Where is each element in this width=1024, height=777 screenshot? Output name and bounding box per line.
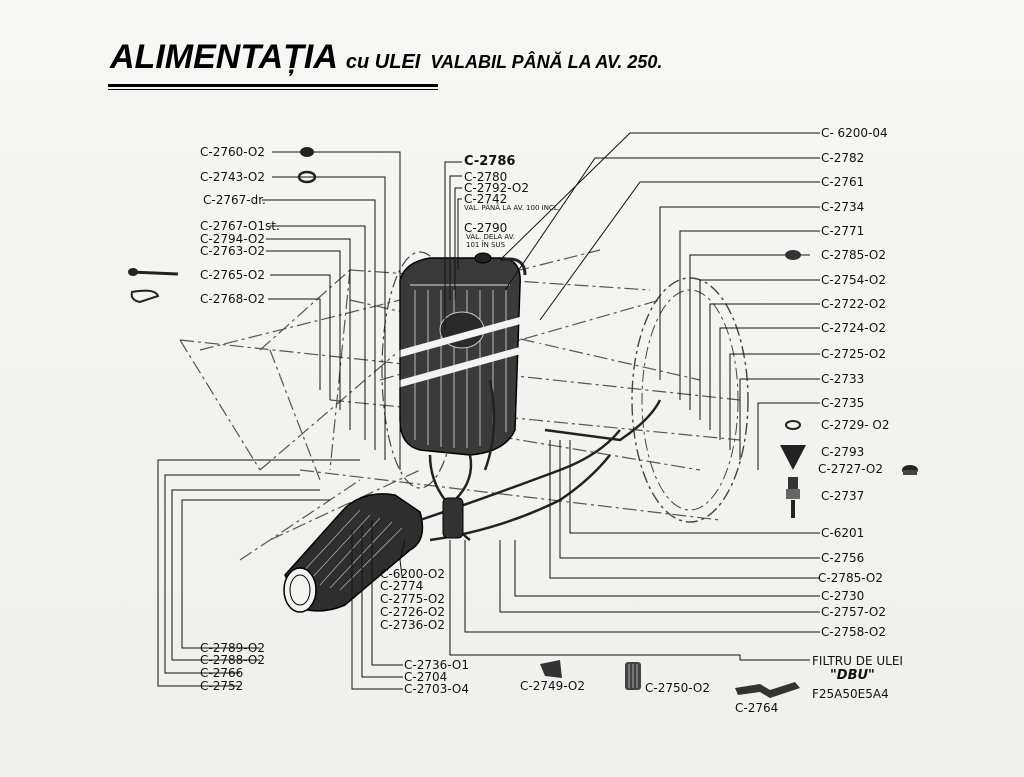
filter-title: FILTRU DE ULEI xyxy=(812,654,903,668)
label-c2743: C-2743-O2 xyxy=(200,170,265,184)
filter-brand: "DBU" xyxy=(830,668,875,683)
cap-icon xyxy=(902,465,918,475)
part-icons xyxy=(128,147,918,698)
title-validity: VALABIL PÂNĂ LA AV. 250. xyxy=(430,52,663,72)
title-main: ALIMENTAȚIA xyxy=(110,38,338,76)
label-c2763: C-2763-O2 xyxy=(200,244,265,258)
label-c2754: C-2754-O2 xyxy=(821,273,886,287)
label-c2793: C-2793 xyxy=(821,445,865,459)
label-c2736-01: C-2736-O1 xyxy=(404,658,469,672)
label-c6200-02: C-6200-O2 xyxy=(380,567,445,581)
label-c2750: C-2750-O2 xyxy=(645,681,710,695)
label-c2788: C-2788-O2 xyxy=(200,653,265,667)
label-c2749: C-2749-O2 xyxy=(520,679,585,693)
label-c2789: C-2789-O2 xyxy=(200,641,265,655)
label-c2724: C-2724-O2 xyxy=(821,321,886,335)
label-c2774: C-2774 xyxy=(380,579,424,593)
oil-cooler xyxy=(283,493,424,613)
diagram-title: ALIMENTAȚIA cu ULEI VALABIL PÂNĂ LA AV. 25… xyxy=(110,38,662,77)
label-c2790: C-2790 xyxy=(464,221,508,235)
label-c2734: C-2734 xyxy=(821,200,865,214)
label-c2792: C-2792-O2 xyxy=(464,181,529,195)
leader-lines xyxy=(157,132,820,690)
filter-code: F25A50E5A4 xyxy=(812,687,889,701)
label-c2722: C-2722-O2 xyxy=(821,297,886,311)
tank-straps xyxy=(394,311,541,389)
clip-icon xyxy=(130,289,160,304)
funnel-icon xyxy=(780,445,806,470)
label-c2735: C-2735 xyxy=(821,396,865,410)
label-c2736-02: C-2736-O2 xyxy=(380,618,445,632)
label-c2780: C-2780 xyxy=(464,170,508,184)
title-oil: cu ULEI xyxy=(345,51,421,73)
label-c2775: C-2775-O2 xyxy=(380,592,445,606)
label-c2704: C-2704 xyxy=(404,670,448,684)
label-c2760: C-2760-O2 xyxy=(200,145,265,159)
label-c2758: C-2758-O2 xyxy=(821,625,886,639)
nut-icon xyxy=(785,250,801,260)
label-c2766: C-2766 xyxy=(200,666,244,680)
label-c2742: C-2742 xyxy=(464,192,508,206)
label-c2790-note1: VAL. DELA AV. xyxy=(466,233,515,241)
label-c2752: C-2752 xyxy=(200,679,244,693)
label-c2729: C-2729- O2 xyxy=(821,418,890,432)
title-underline-thin xyxy=(108,89,438,90)
label-c2725: C-2725-O2 xyxy=(821,347,886,361)
label-c2730: C-2730 xyxy=(821,589,865,603)
filter-body xyxy=(442,497,464,539)
label-c2794: C-2794-O2 xyxy=(200,232,265,246)
oil-tank xyxy=(399,252,527,456)
label-c2733: C-2733 xyxy=(821,372,865,386)
bracket-icon xyxy=(540,660,562,678)
label-c2785-a: C-2785-O2 xyxy=(821,248,886,262)
label-c2737: C-2737 xyxy=(821,489,865,503)
label-c2727: C-2727-O2 xyxy=(818,462,883,476)
label-c6200-04: C- 6200-04 xyxy=(821,126,888,140)
label-c2768: C-2768-O2 xyxy=(200,292,265,306)
label-c2786: C-2786 xyxy=(464,154,516,169)
label-c2764: C-2764 xyxy=(735,701,779,715)
label-c2757: C-2757-O2 xyxy=(821,605,886,619)
label-c2756: C-2756 xyxy=(821,551,865,565)
grommet-icon xyxy=(300,147,314,157)
label-c2790-note2: 101 ÎN SUS xyxy=(466,241,506,249)
label-c2771: C-2771 xyxy=(821,224,865,238)
label-c6201: C-6201 xyxy=(821,526,865,540)
label-c2703: C-2703-O4 xyxy=(404,682,469,696)
label-c2767dr: C-2767-dr. xyxy=(203,193,266,207)
bolt-icon xyxy=(128,268,179,276)
ring-icon xyxy=(297,170,317,184)
title-underline xyxy=(108,84,438,87)
mounting-strap-icon xyxy=(735,682,800,698)
label-c2782: C-2782 xyxy=(821,151,865,165)
filter-cartridge-icon xyxy=(625,662,641,690)
label-c2765: C-2765-O2 xyxy=(200,268,265,282)
label-c2761: C-2761 xyxy=(821,175,865,189)
label-c2767st: C-2767-O1st. xyxy=(200,219,280,233)
label-c2742-note: VAL. PÂNĂ LA AV. 100 INCL. xyxy=(464,204,560,212)
washer-icon xyxy=(785,420,801,430)
valve-icon xyxy=(786,477,800,518)
label-c2726: C-2726-O2 xyxy=(380,605,445,619)
label-c2785-b: C-2785-O2 xyxy=(818,571,883,585)
